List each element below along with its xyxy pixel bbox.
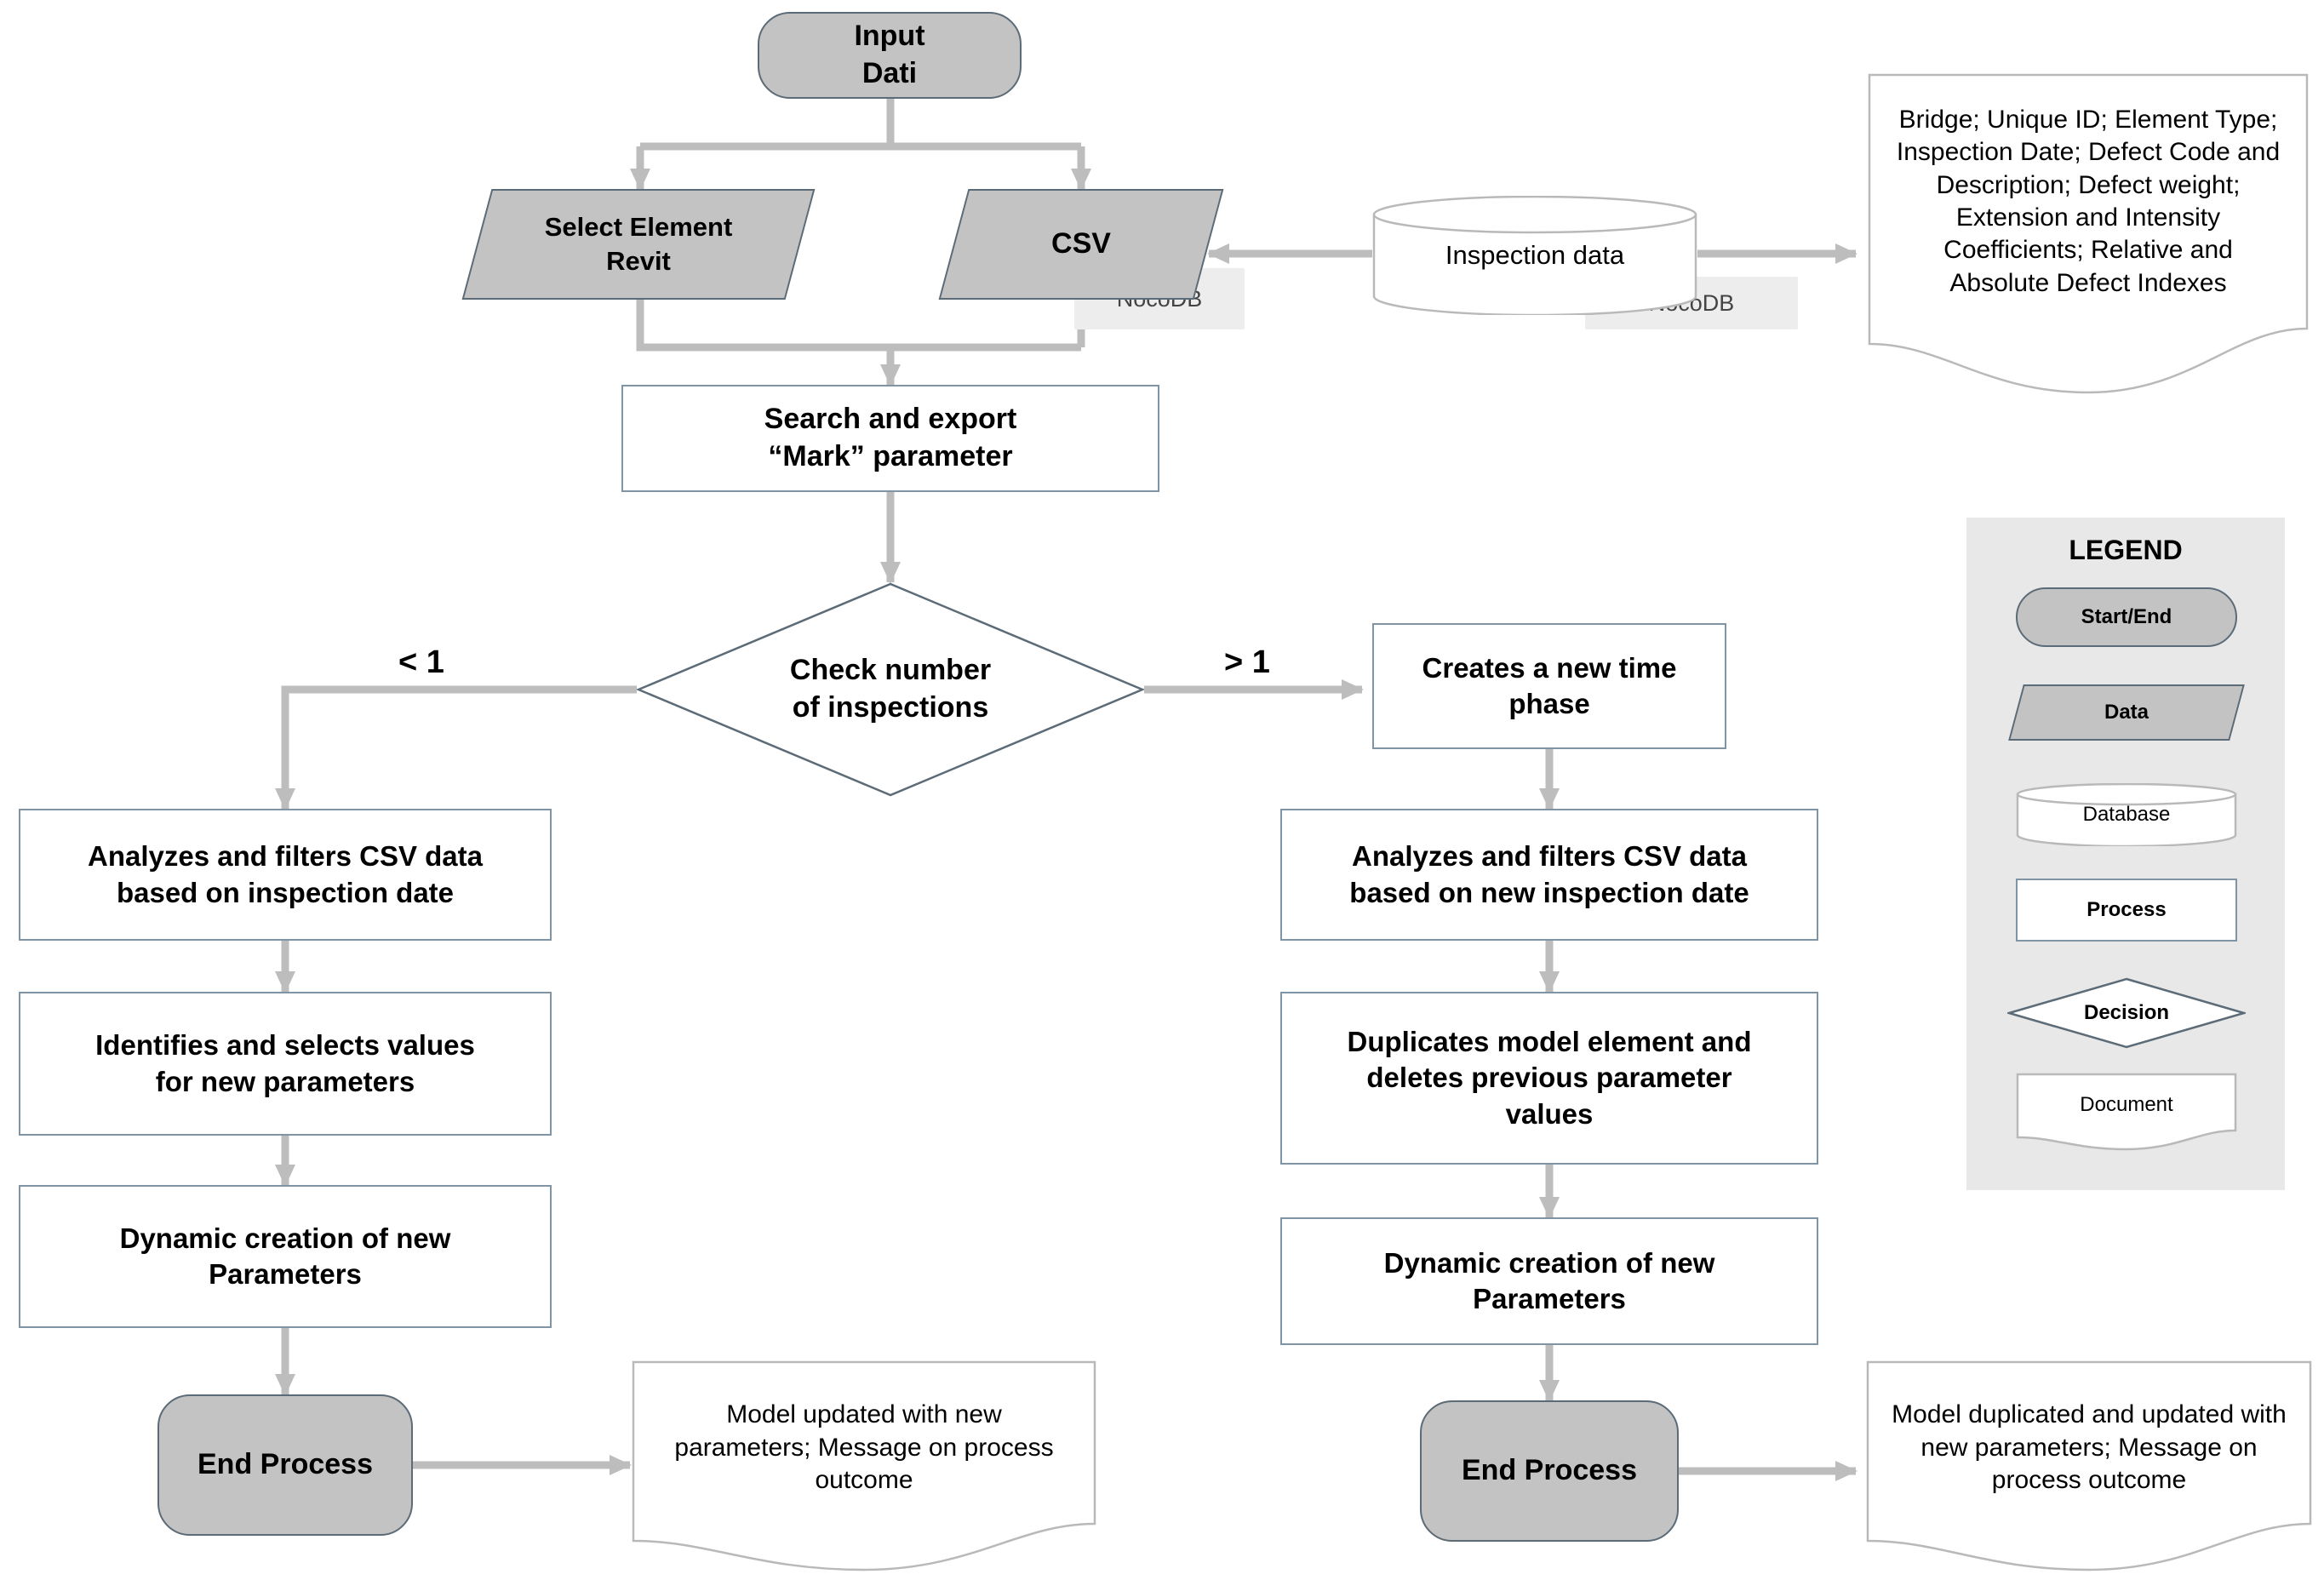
edge-label-less-than-one: < 1 [398,644,444,680]
legend-panel: LEGEND Start/End Data Database Process [1966,518,2285,1190]
node-inspection-database-label: Inspection data [1445,240,1625,271]
node-defect-document[interactable]: Bridge; Unique ID; Element Type; Inspect… [1868,73,2309,397]
legend-item-database: Database [2016,782,2237,848]
legend-item-decision-label: Decision [2083,1001,2170,1024]
legend-item-process-label: Process [2086,898,2167,921]
document-shape [632,1360,1096,1573]
node-right-end-process-label: End Process [1462,1454,1637,1487]
document-shape [1868,73,2309,397]
node-csv-label: CSV [1051,227,1111,260]
cylinder-shape [1372,195,1697,317]
legend-item-document-label: Document [2080,1093,2173,1116]
node-csv[interactable]: CSV [938,189,1224,300]
legend-item-database-label: Database [2082,803,2171,826]
node-search-export-mark-label: Search and export“Mark” parameter [764,403,1017,472]
legend-title: LEGEND [2069,535,2183,565]
node-defect-document-label: Bridge; Unique ID; Element Type; Inspect… [1896,105,2281,297]
node-right-end-process[interactable]: End Process [1420,1400,1679,1542]
legend-item-start-end-label: Start/End [2081,605,2172,628]
node-left-end-process[interactable]: End Process [157,1394,413,1536]
legend-item-start-end: Start/End [2016,587,2237,647]
legend-item-document: Document [2016,1073,2237,1151]
node-left-outcome-document[interactable]: Model updated with new parameters; Messa… [632,1360,1096,1573]
legend-item-decision: Decision [2005,977,2248,1049]
node-left-outcome-document-label: Model updated with new parameters; Messa… [674,1400,1054,1495]
legend-item-data: Data [2008,684,2245,741]
document-shape [2016,1073,2237,1151]
node-left-end-process-label: End Process [197,1448,373,1481]
diamond-shape [2005,977,2248,1049]
legend-item-process: Process [2016,879,2237,942]
node-search-export-mark[interactable]: Search and export“Mark” parameter [621,385,1159,492]
document-shape [1866,1360,2312,1573]
node-right-outcome-document-label: Model duplicated and updated with new pa… [1892,1400,2287,1495]
diamond-shape [635,582,1146,797]
legend-item-data-label: Data [2104,701,2149,724]
cylinder-shape [2016,782,2237,848]
node-inspection-database[interactable]: Inspection data [1372,195,1697,317]
node-right-outcome-document[interactable]: Model duplicated and updated with new pa… [1866,1360,2312,1573]
edge-label-greater-than-one: > 1 [1224,644,1270,680]
